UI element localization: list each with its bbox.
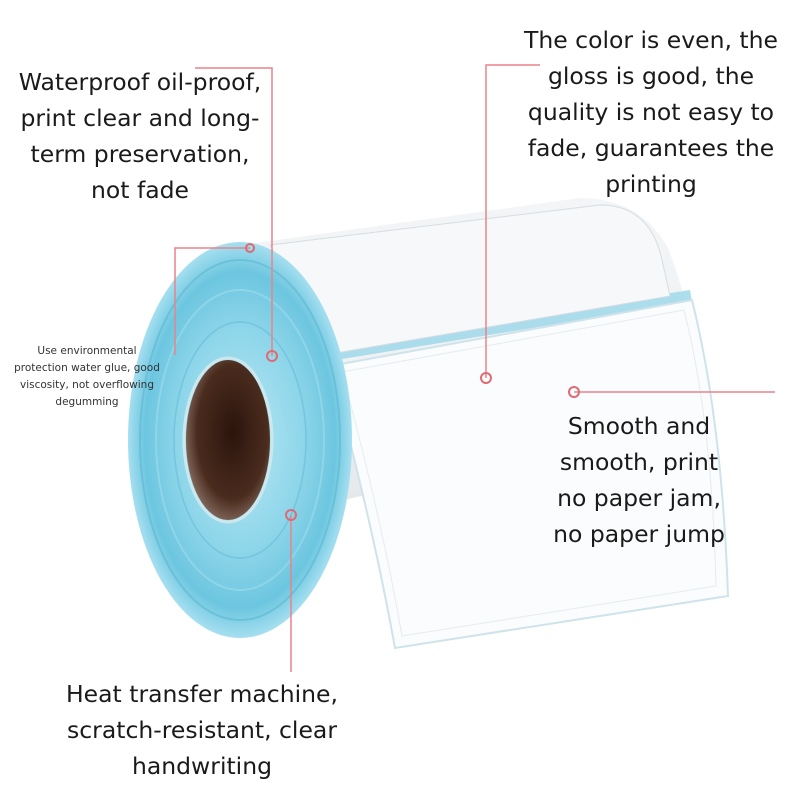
roll-core-hole bbox=[186, 360, 270, 520]
hanging-label-inner bbox=[341, 309, 717, 637]
marker-dots bbox=[245, 243, 580, 521]
callout-smooth-print: Smooth and smooth, print no paper jam, n… bbox=[553, 412, 725, 548]
callout-color-even: The color is even, the gloss is good, th… bbox=[524, 26, 778, 198]
marker-dot bbox=[285, 509, 297, 521]
roll-side-ring bbox=[139, 259, 341, 621]
callout-water-glue: Use environmental protection water glue,… bbox=[14, 345, 160, 408]
hanging-label-sheet bbox=[328, 298, 730, 650]
callout-heat-transfer: Heat transfer machine, scratch-resistant… bbox=[66, 680, 338, 780]
marker-dot bbox=[480, 372, 492, 384]
marker-dot bbox=[266, 350, 278, 362]
leader-line-top-left bbox=[195, 67, 273, 356]
leader-lines bbox=[174, 64, 775, 672]
leader-line-mid-left bbox=[174, 247, 250, 355]
callout-waterproof: Waterproof oil-proof, print clear and lo… bbox=[18, 68, 262, 204]
marker-dot bbox=[245, 243, 255, 253]
leader-line-top-right bbox=[485, 64, 540, 378]
marker-dot bbox=[568, 386, 580, 398]
top-label bbox=[269, 204, 671, 355]
